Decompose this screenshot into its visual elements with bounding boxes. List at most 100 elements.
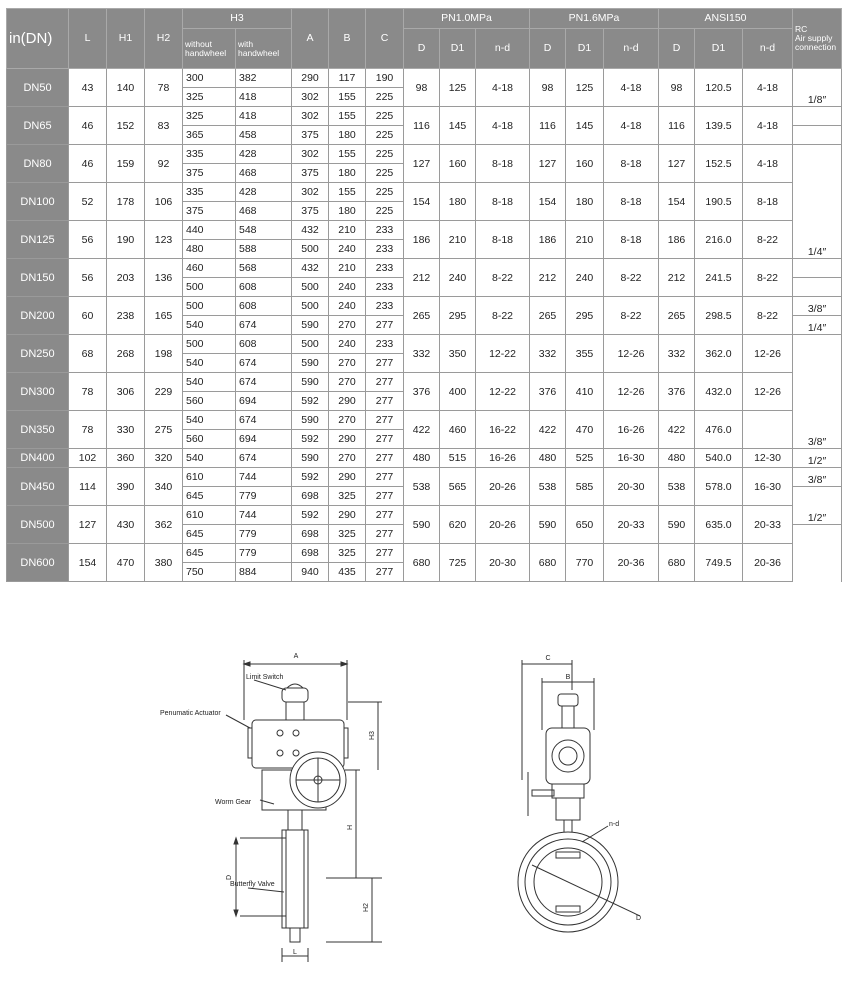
b-cell: 270: [328, 315, 366, 335]
a-cell: 432: [291, 220, 329, 240]
l-cell: 154: [68, 543, 107, 582]
pn16-d1-cell: 410: [565, 372, 604, 411]
pn16-d-cell: 98: [529, 68, 566, 107]
c-cell: 277: [365, 486, 404, 506]
c-cell: 277: [365, 410, 404, 430]
dn-cell: DN125: [6, 220, 69, 259]
header-h3: H3: [182, 8, 292, 29]
h3-with-cell: 694: [235, 429, 292, 449]
h3-with-cell: 548: [235, 220, 292, 240]
h3-without-cell: 375: [182, 163, 236, 183]
pn16-nd-cell: 12-26: [603, 334, 659, 373]
ansi-d-cell: 680: [658, 543, 695, 582]
h3-without-cell: 540: [182, 315, 236, 335]
h3-without-cell: 500: [182, 277, 236, 297]
a-cell: 698: [291, 486, 329, 506]
b-cell: 290: [328, 391, 366, 411]
pn10-d-cell: 212: [403, 258, 440, 297]
l-cell: 78: [68, 410, 107, 449]
pn10-d1-cell: 125: [439, 68, 476, 107]
header-ansi-d: D: [658, 28, 695, 69]
pn16-nd-cell: 8-18: [603, 220, 659, 259]
a-cell: 302: [291, 182, 329, 202]
pn16-d-cell: 590: [529, 505, 566, 544]
header-ansi-nd: n-d: [741, 28, 794, 69]
pn10-d1-cell: 460: [439, 410, 476, 449]
ansi-d1-cell: 749.5: [694, 543, 743, 582]
dn-cell: DN200: [6, 296, 69, 335]
h1-cell: 178: [106, 182, 145, 221]
pn10-d1-cell: 515: [439, 448, 476, 468]
h2-cell: 320: [144, 448, 183, 468]
h3-with-cell: 674: [235, 372, 292, 392]
a-cell: 500: [291, 334, 329, 354]
rc-cell: [792, 125, 843, 145]
a-cell: 302: [291, 106, 329, 126]
h3-without-cell: 325: [182, 87, 236, 107]
ansi-d1-cell: 120.5: [694, 68, 743, 107]
side-d-label: D: [636, 915, 641, 922]
pn16-d1-cell: 180: [565, 182, 604, 221]
a-cell: 432: [291, 258, 329, 278]
a-cell: 590: [291, 372, 329, 392]
dim-a-label: A: [294, 653, 299, 660]
ansi-d-cell: 127: [658, 144, 695, 183]
pn10-nd-cell: 20-26: [475, 467, 530, 506]
a-cell: 500: [291, 239, 329, 259]
header-pn10-nd: n-d: [475, 28, 530, 69]
l-cell: 102: [68, 448, 107, 468]
c-cell: 277: [365, 429, 404, 449]
pn16-d1-cell: 525: [565, 448, 604, 468]
ansi-d-cell: 98: [658, 68, 695, 107]
a-cell: 590: [291, 353, 329, 373]
ansi-nd-cell: 12-30: [741, 448, 794, 468]
header-l: L: [68, 8, 107, 69]
pn16-d1-cell: 145: [565, 106, 604, 145]
ansi-d-cell: 265: [658, 296, 695, 335]
b-cell: 155: [328, 144, 366, 164]
pn16-nd-cell: 20-30: [603, 467, 659, 506]
h3-with-cell: 468: [235, 163, 292, 183]
dn-cell: DN150: [6, 258, 69, 297]
h2-cell: 198: [144, 334, 183, 373]
pn10-nd-cell: 20-26: [475, 505, 530, 544]
ansi-nd-cell: 12-26: [741, 334, 794, 373]
dn-cell: DN65: [6, 106, 69, 145]
pn10-nd-cell: 20-30: [475, 543, 530, 582]
h1-cell: 159: [106, 144, 145, 183]
a-cell: 302: [291, 144, 329, 164]
ansi-d1-cell: 635.0: [694, 505, 743, 544]
c-cell: 277: [365, 505, 404, 525]
dim-h-label: H: [347, 825, 354, 830]
butterfly-valve-label: Butterfly Valve: [230, 881, 275, 888]
pn10-nd-cell: 8-18: [475, 182, 530, 221]
pn16-nd-cell: 20-33: [603, 505, 659, 544]
ansi-d-cell: 422: [658, 410, 695, 449]
pn10-d-cell: 590: [403, 505, 440, 544]
pn16-d1-cell: 770: [565, 543, 604, 582]
pn10-d1-cell: 210: [439, 220, 476, 259]
pn10-d-cell: 265: [403, 296, 440, 335]
pn16-d1-cell: 650: [565, 505, 604, 544]
l-cell: 56: [68, 258, 107, 297]
l-cell: 46: [68, 106, 107, 145]
h3-without-cell: 610: [182, 467, 236, 487]
pn10-nd-cell: 12-22: [475, 372, 530, 411]
c-cell: 225: [365, 182, 404, 202]
h2-cell: 78: [144, 68, 183, 107]
h3-with-cell: 458: [235, 125, 292, 145]
header-h3-without: without handwheel: [182, 28, 236, 69]
dn-cell: DN250: [6, 334, 69, 373]
ansi-d-cell: 376: [658, 372, 695, 411]
h3-with-cell: 608: [235, 277, 292, 297]
pn16-nd-cell: 12-26: [603, 372, 659, 411]
pn10-d1-cell: 350: [439, 334, 476, 373]
ansi-nd-cell: 20-36: [741, 543, 794, 582]
ansi-d-cell: 186: [658, 220, 695, 259]
h2-cell: 136: [144, 258, 183, 297]
l-cell: 60: [68, 296, 107, 335]
pn10-nd-cell: 16-26: [475, 448, 530, 468]
h2-cell: 83: [144, 106, 183, 145]
